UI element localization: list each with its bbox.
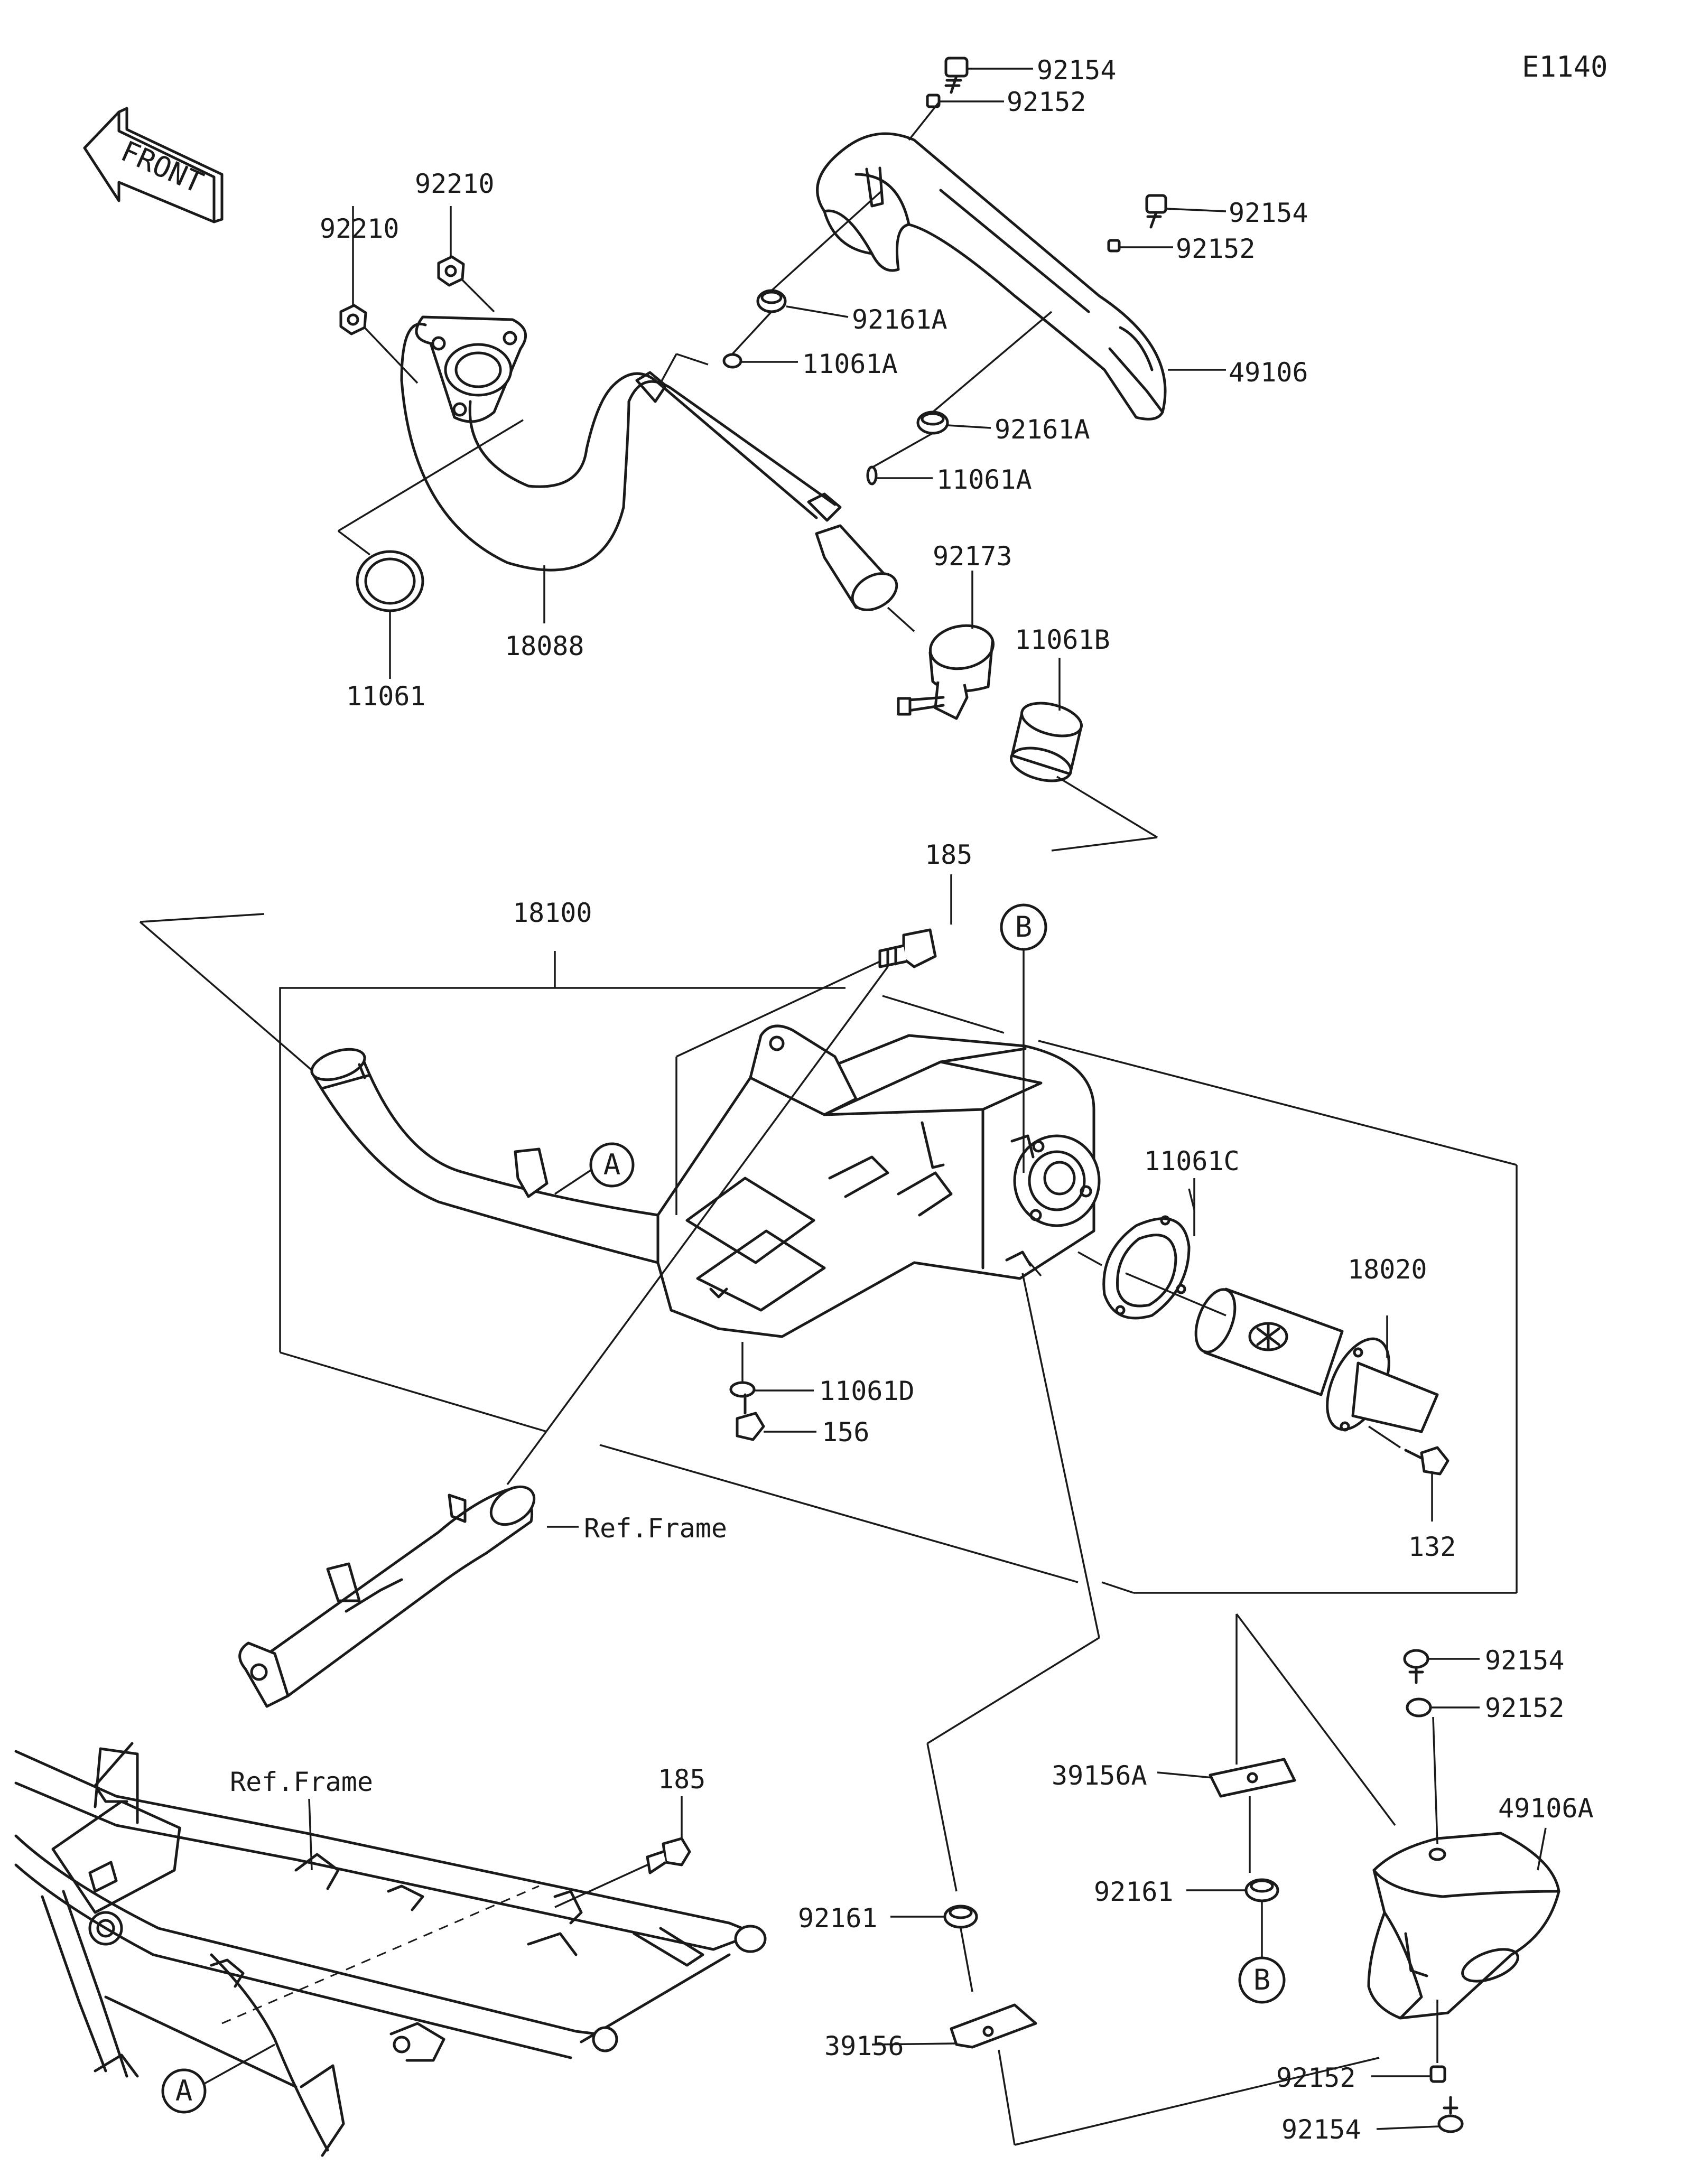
label-49106: 49106	[1229, 357, 1308, 388]
label-11061A-b: 11061A	[936, 464, 1032, 495]
collar-92152-top	[926, 94, 941, 108]
bolt-156	[736, 1393, 765, 1441]
screw-92154-r	[1403, 1649, 1429, 1684]
label-11061A-a: 11061A	[802, 349, 898, 379]
label-18020: 18020	[1348, 1254, 1427, 1285]
screw-92154-bottom	[1437, 2096, 1464, 2133]
label-92152-r: 92152	[1485, 1693, 1565, 1723]
label-92152-bottom: 92152	[1276, 2062, 1356, 2093]
frame-assembly	[14, 1742, 767, 2157]
heat-guard-49106A	[1367, 1832, 1560, 2020]
screw-92154-top	[944, 57, 969, 94]
label-18100: 18100	[513, 898, 592, 928]
label-92154-top: 92154	[1037, 55, 1117, 86]
label-92161A-b: 92161A	[995, 414, 1090, 445]
grommet-92161A-a	[756, 289, 787, 313]
label-49106A: 49106A	[1498, 1793, 1594, 1824]
label-92161A-a: 92161A	[852, 304, 947, 335]
nut-92210-a	[339, 304, 367, 335]
label-ref-frame-a: Ref.Frame	[584, 1513, 727, 1544]
svg-text:A: A	[603, 1148, 621, 1181]
grommet-92161-l	[943, 1905, 978, 1929]
part-labels: 92154 92152 92154 92152 92210 92210 9216…	[230, 55, 1594, 2145]
label-18088: 18088	[505, 631, 584, 661]
label-92154-bottom: 92154	[1281, 2114, 1361, 2145]
label-156: 156	[822, 1417, 869, 1448]
collar-92152-r	[1406, 1697, 1432, 1718]
plate-39156	[950, 2003, 1037, 2049]
label-92152-mid: 92152	[1176, 234, 1256, 264]
label-132: 132	[1408, 1532, 1456, 1562]
bolt-132	[1404, 1446, 1450, 1476]
plate-39156A	[1209, 1758, 1296, 1798]
label-92154-r: 92154	[1485, 1645, 1565, 1676]
label-11061D: 11061D	[819, 1376, 915, 1406]
collar-11061A-b	[866, 465, 878, 486]
gasket-11061B	[1010, 702, 1083, 782]
ref-marker-b-top: B	[1000, 903, 1047, 951]
ref-marker-a-top: A	[589, 1142, 635, 1188]
leader-lines-top	[337, 68, 1227, 852]
ref-marker-a-bottom: A	[161, 2068, 207, 2114]
label-39156: 39156	[824, 2031, 904, 2061]
nut-92210-b	[437, 255, 465, 287]
collar-92152-mid	[1107, 239, 1121, 253]
label-ref-frame-b: Ref.Frame	[230, 1767, 373, 1797]
gasket-11061C	[1102, 1215, 1191, 1320]
svg-text:B: B	[1015, 910, 1033, 944]
label-39156A: 39156A	[1052, 1760, 1147, 1791]
label-92210-b: 92210	[415, 169, 495, 199]
washer-11061D	[729, 1381, 756, 1398]
label-185-a: 185	[925, 839, 972, 870]
label-92210-a: 92210	[320, 213, 399, 244]
clamp-92173	[897, 624, 995, 720]
bolt-185-b	[646, 1837, 691, 1874]
label-11061C: 11061C	[1144, 1146, 1240, 1177]
gasket-11061	[356, 550, 424, 612]
front-arrow-icon: FRONT	[83, 107, 224, 223]
grommet-92161A-b	[916, 410, 949, 435]
label-92154-mid: 92154	[1229, 198, 1308, 228]
muffler-18100	[310, 1024, 1101, 1338]
diagram-code: E1140	[1522, 50, 1608, 83]
label-11061: 11061	[346, 681, 426, 712]
muffler-assembly-outline	[139, 913, 1518, 1594]
label-11061B: 11061B	[1015, 624, 1110, 655]
label-92161-l: 92161	[798, 1903, 878, 1934]
collar-92152-bottom	[1429, 2065, 1446, 2083]
svg-text:B: B	[1253, 1963, 1271, 1996]
bolt-185-a	[878, 928, 937, 968]
label-92161-r: 92161	[1094, 1877, 1174, 1907]
svg-text:A: A	[175, 2074, 193, 2107]
grommet-92161-r	[1244, 1878, 1279, 1902]
screw-92154-mid	[1145, 194, 1167, 229]
ref-marker-b-bottom: B	[1238, 1956, 1286, 2004]
label-92173: 92173	[933, 541, 1012, 572]
label-92152-top: 92152	[1007, 87, 1086, 117]
label-185-b: 185	[658, 1764, 705, 1795]
spark-arrester-18020	[1194, 1287, 1439, 1433]
collar-11061A-a	[722, 353, 742, 369]
frame-rail-piece	[238, 1485, 536, 1708]
